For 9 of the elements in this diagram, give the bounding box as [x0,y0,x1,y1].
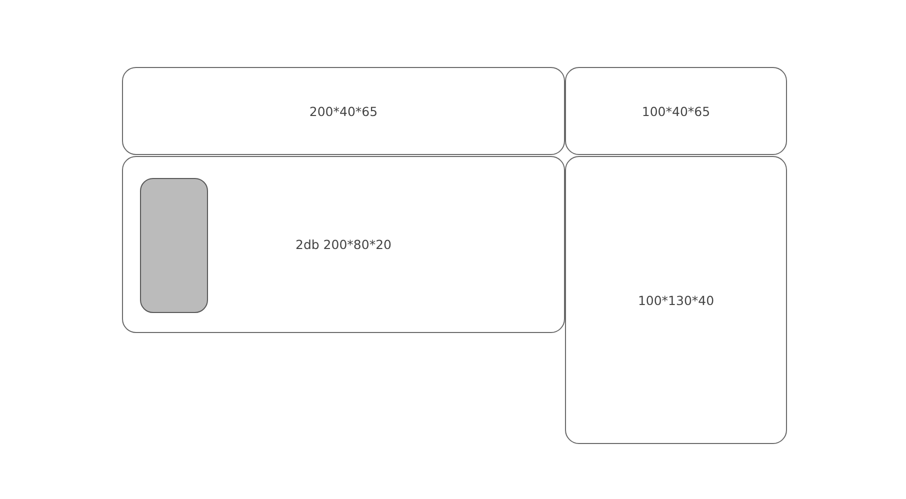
dimension-label: 2db 200*80*20 [296,237,392,252]
dimension-label: 100*130*40 [638,292,714,308]
module-outline [122,67,565,155]
cushion-shape [140,178,208,313]
dimension-label: 100*40*65 [642,104,710,118]
module-outline [565,67,787,155]
module-outline [122,156,565,333]
dimension-label: 200*40*65 [309,104,378,118]
module-outline [565,156,787,444]
